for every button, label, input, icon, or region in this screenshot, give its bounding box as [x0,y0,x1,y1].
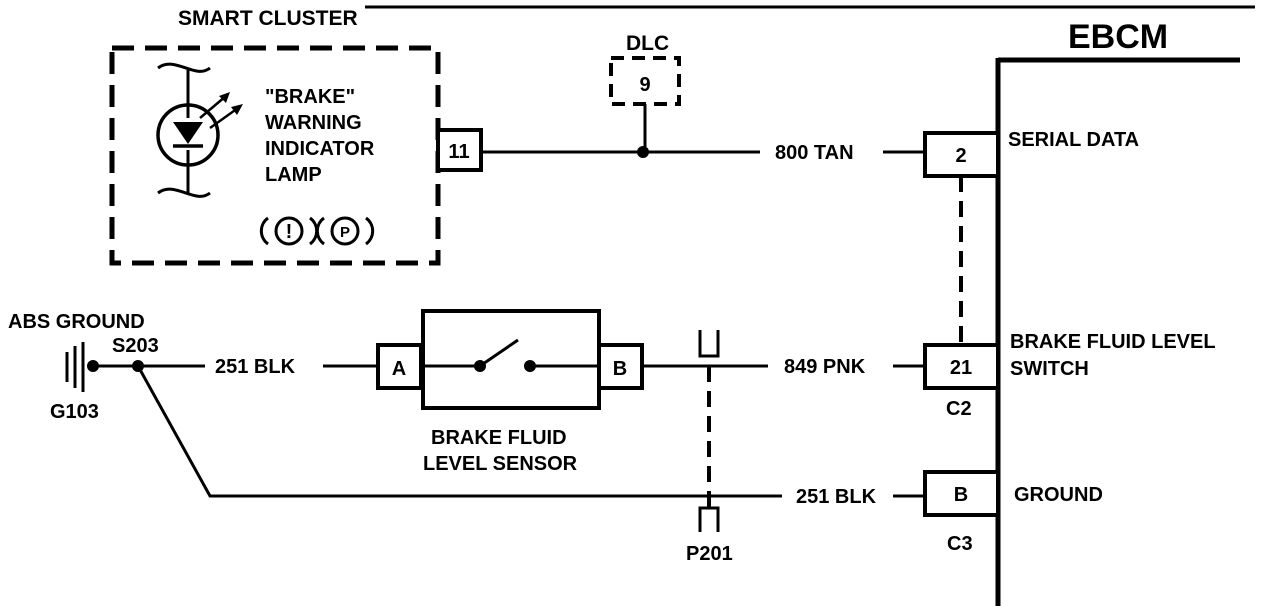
ebcm-title: EBCM [1068,18,1168,56]
dlc-label: DLC [626,32,669,55]
lamp-label-line2: WARNING [265,112,362,134]
ground-wire-bottom [136,365,782,498]
connector-c2-label: C2 [946,398,972,420]
ebcm-pin-2-box [923,131,1000,178]
p201-upper-connector [698,330,720,358]
brake-symbols-icon: ! P [259,216,375,246]
wire-label-251-blk-bottom: 251 BLK [796,486,877,508]
smart-cluster-title: SMART CLUSTER [178,7,358,30]
splice-s203-label: S203 [112,335,159,357]
lamp-label-line4: LAMP [265,164,322,186]
ground-label: GROUND [1014,484,1103,506]
wire-label-251-blk-left: 251 BLK [215,356,296,378]
dlc-pin-9: 9 [639,74,650,96]
wire-label-800-tan: 800 TAN [775,142,854,164]
lamp-symbol-icon [156,62,243,198]
fluid-level-label-line1: BRAKE FLUID LEVEL [1010,331,1216,353]
connector-p201-label: P201 [686,543,733,565]
ebcm-pin-b-box [923,470,1000,517]
sensor-label-line2: LEVEL SENSOR [423,453,578,475]
wire-label-849-pnk: 849 PNK [784,356,866,378]
brake-p-symbol: P [340,224,350,241]
connector-c3-label: C3 [947,533,973,555]
serial-data-label: SERIAL DATA [1008,129,1139,151]
cluster-pin-11-box [436,128,483,172]
ebcm-pin-b: B [954,484,968,506]
sensor-body [421,309,601,410]
p201-lower-connector [698,506,720,532]
sensor-pin-b: B [613,358,627,380]
ground-g103-label: G103 [50,401,99,423]
serial-splice-dot [637,146,649,158]
sensor-pin-a-box [376,343,423,390]
lamp-label-line1: "BRAKE" [265,86,355,108]
ebcm-pin-21: 21 [950,357,972,379]
ebcm-pin-2: 2 [955,145,966,167]
lamp-label-line3: INDICATOR [265,138,375,160]
brake-exclaim-symbol: ! [286,221,293,243]
sensor-pin-a: A [392,358,406,380]
fluid-level-label-line2: SWITCH [1010,358,1089,380]
ground-symbol-icon [65,342,85,392]
abs-ground-label: ABS GROUND [8,311,145,333]
switch-arm [479,338,519,368]
cluster-pin-11: 11 [448,141,469,163]
sensor-label-line1: BRAKE FLUID [431,427,567,449]
